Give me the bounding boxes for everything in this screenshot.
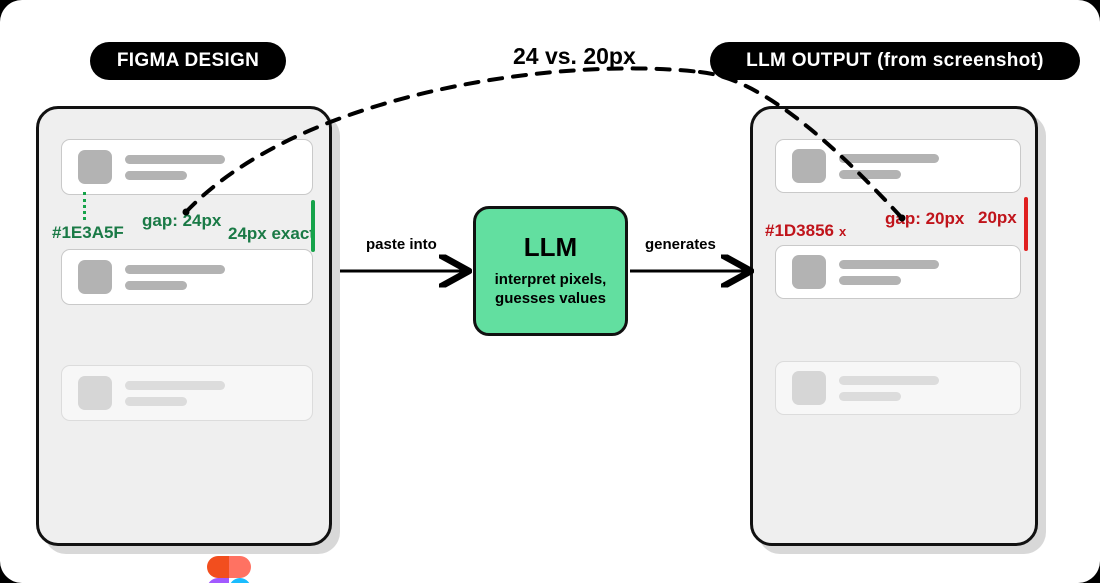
- annotation-hex-right-value: #1D3856: [765, 221, 835, 240]
- llm-node: LLM interpret pixels, guesses values: [473, 206, 628, 336]
- comparison-label: 24 vs. 20px: [513, 43, 636, 69]
- annotation-measure-right: 20px: [978, 208, 1017, 227]
- placeholder-line: [125, 264, 225, 274]
- annotation-gap-right: gap: 20px: [885, 209, 965, 228]
- thumbnail-placeholder: [78, 376, 112, 410]
- llm-node-subtitle: interpret pixels, guesses values: [495, 271, 607, 309]
- arrow-label-paste-into: paste into: [366, 236, 437, 253]
- annotation-gap-left: gap: 24px: [142, 211, 222, 230]
- placeholder-line: [839, 275, 901, 285]
- placeholder-line: [839, 375, 939, 385]
- arrow-label-generates: generates: [645, 236, 716, 253]
- annotation-hex-left: #1E3A5F: [52, 223, 124, 242]
- annotation-hex-right: #1D3856 x: [765, 221, 846, 241]
- llm-node-title: LLM: [523, 231, 578, 262]
- annotation-exact-left: 24px exact: [228, 224, 315, 243]
- placeholder-line: [125, 154, 225, 164]
- llm-node-subtitle-line1: interpret pixels,: [494, 270, 607, 288]
- annotation-hex-wrong-mark: x: [839, 224, 847, 239]
- llm-node-subtitle-line2: guesses values: [495, 289, 606, 307]
- list-item[interactable]: [775, 361, 1021, 415]
- measure-bar-left: [311, 200, 315, 252]
- text-placeholder-lines: [125, 380, 225, 406]
- list-item[interactable]: [61, 249, 313, 305]
- placeholder-line: [125, 170, 187, 180]
- list-item[interactable]: [775, 139, 1021, 193]
- thumbnail-placeholder: [792, 149, 826, 183]
- text-placeholder-lines: [839, 375, 939, 401]
- measure-bar-right: [1024, 197, 1028, 251]
- figma-logo: [207, 556, 251, 583]
- text-placeholder-lines: [839, 153, 939, 179]
- text-placeholder-lines: [125, 154, 225, 180]
- text-placeholder-lines: [125, 264, 225, 290]
- placeholder-line: [125, 280, 187, 290]
- list-item[interactable]: [61, 365, 313, 421]
- thumbnail-placeholder: [792, 255, 826, 289]
- thumbnail-placeholder: [78, 150, 112, 184]
- placeholder-line: [839, 259, 939, 269]
- figma-design-panel: [36, 106, 340, 583]
- badge-figma-design: FIGMA DESIGN: [90, 42, 286, 80]
- thumbnail-placeholder: [792, 371, 826, 405]
- placeholder-line: [839, 153, 939, 163]
- panel-body-left: [36, 106, 332, 583]
- list-item[interactable]: [61, 139, 313, 195]
- placeholder-line: [125, 380, 225, 390]
- color-swatch-connector-line: [83, 192, 86, 220]
- placeholder-line: [839, 169, 901, 179]
- panel-body-right: [750, 106, 1038, 546]
- thumbnail-placeholder: [78, 260, 112, 294]
- badge-llm-output: LLM OUTPUT (from screenshot): [710, 42, 1080, 80]
- placeholder-line: [125, 396, 187, 406]
- text-placeholder-lines: [839, 259, 939, 285]
- placeholder-line: [839, 391, 901, 401]
- list-item[interactable]: [775, 245, 1021, 299]
- llm-output-panel: [750, 106, 1046, 554]
